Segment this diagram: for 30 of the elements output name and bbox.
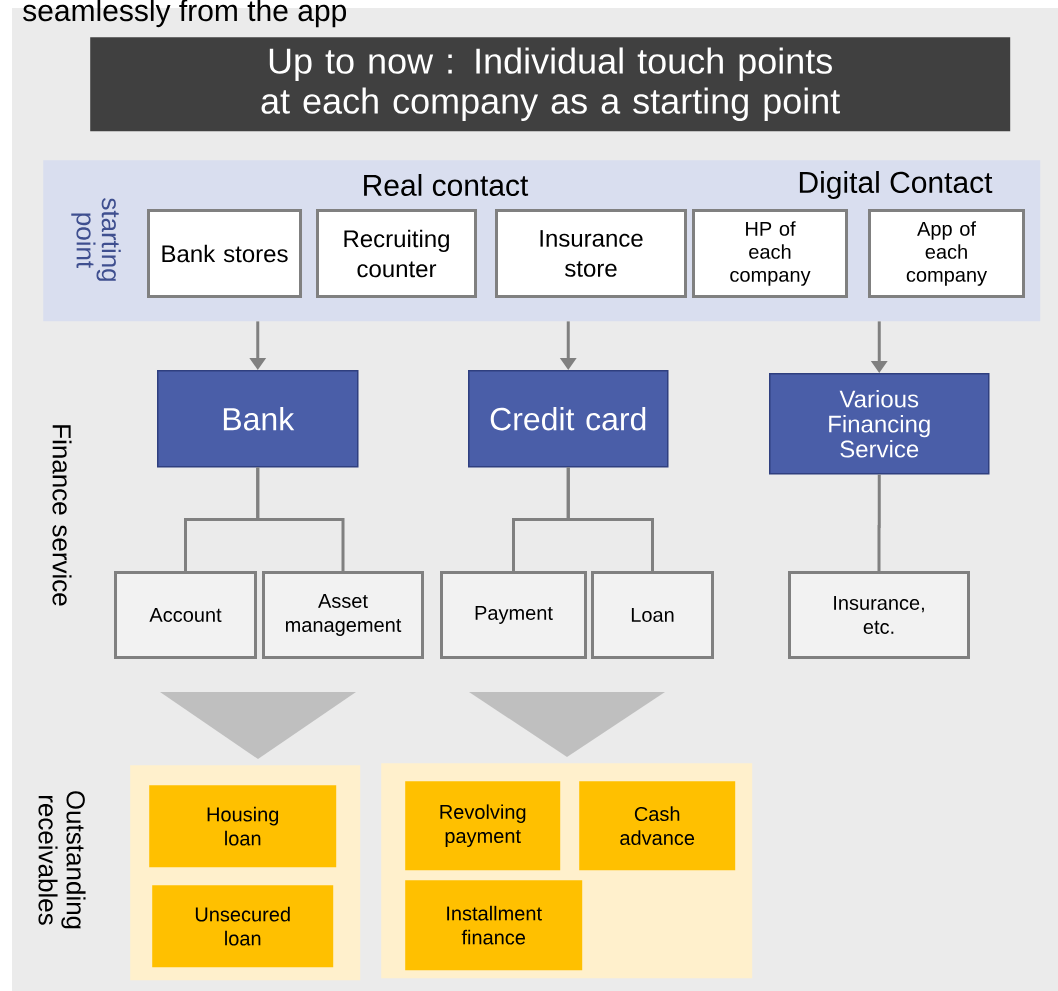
tree-connector xyxy=(877,474,881,571)
row-label: Finance service xyxy=(52,425,72,606)
group-heading: Digital Contact xyxy=(799,171,993,199)
heading: seamlessly from the app xyxy=(23,0,347,28)
service-box: Bank xyxy=(157,370,359,468)
service-box: Various Financing Service xyxy=(769,373,990,475)
tree-connector xyxy=(256,467,345,571)
service-box: Credit card xyxy=(468,370,669,468)
receivable-box: Revolving payment xyxy=(405,781,561,871)
receivable-box: Housing loan xyxy=(149,785,337,868)
touch-point-box: Insurance store xyxy=(495,209,687,298)
sub-service-box: Insurance, etc. xyxy=(788,571,970,659)
sub-service-box: Loan xyxy=(591,571,714,659)
row-label: Outstanding receivables xyxy=(38,791,86,929)
chevron-arrow xyxy=(469,692,665,757)
receivable-box: Installment finance xyxy=(405,880,583,971)
touch-point-box: HP of each company xyxy=(692,209,848,298)
chevron-arrow xyxy=(160,692,356,759)
sub-service-box: Payment xyxy=(440,571,587,659)
receivable-box: Unsecured loan xyxy=(152,885,334,968)
receivable-box: Cash advance xyxy=(579,781,736,871)
title-banner: Up to now : Individual touch points at each company as a starting point xyxy=(90,37,1011,132)
sub-service-box: Asset management xyxy=(262,571,424,659)
group-heading: Real contact xyxy=(364,174,529,196)
touch-point-box: Bank stores xyxy=(147,209,302,298)
touch-point-box: Recruiting counter xyxy=(316,209,477,298)
touch-point-box: App of each company xyxy=(868,209,1025,298)
sub-service-box: Account xyxy=(114,571,257,659)
tree-connector xyxy=(566,467,654,571)
band-heading: starting point xyxy=(71,198,121,281)
